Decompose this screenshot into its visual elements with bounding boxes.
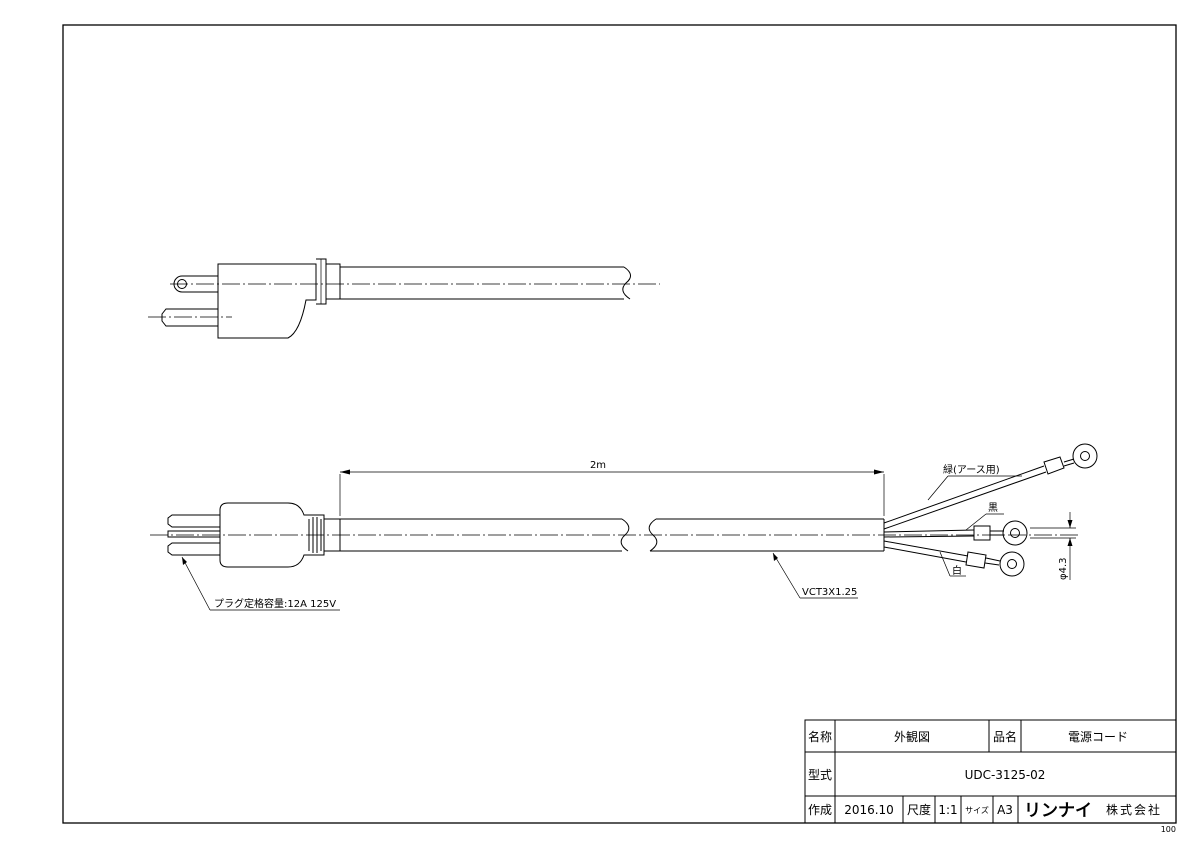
- product-label: 品名: [993, 729, 1017, 744]
- black-wire-label: 黒: [988, 502, 998, 514]
- product-value: 電源コード: [1068, 730, 1128, 744]
- scale-value: 1:1: [938, 803, 957, 817]
- created-label: 作成: [808, 803, 832, 817]
- white-wire-leader: 白: [939, 551, 966, 577]
- green-wire-label: 緑(アース用): [943, 463, 1000, 476]
- model-label: 型式: [808, 768, 832, 782]
- sheet-number: 100: [1161, 825, 1176, 834]
- plug-top-view: [148, 258, 660, 339]
- hole-diameter-dimension: φ4.3: [1030, 512, 1076, 580]
- title-block: 名称 外観図 品名 電源コード 型式 UDC-3125-02 作成 2016.1…: [804, 719, 1177, 824]
- length-label: 2m: [590, 460, 606, 471]
- cable-type-leader: VCT3X1.25: [772, 552, 858, 599]
- name-label: 名称: [808, 729, 832, 744]
- size-label: サイズ: [965, 805, 989, 815]
- cable-type-label: VCT3X1.25: [802, 587, 857, 598]
- name-value: 外観図: [894, 730, 930, 744]
- cord-front-view: [150, 443, 1098, 577]
- black-wire-leader: 黒: [965, 502, 1004, 531]
- created-value: 2016.10: [844, 803, 894, 817]
- hole-diameter-label: φ4.3: [1058, 558, 1069, 581]
- length-dimension: 2m: [339, 460, 885, 516]
- size-value: A3: [997, 803, 1013, 817]
- company-suffix: 株式会社: [1106, 802, 1162, 817]
- model-value: UDC-3125-02: [965, 768, 1046, 782]
- scale-label: 尺度: [907, 802, 931, 817]
- white-wire-label: 白: [952, 564, 962, 577]
- company-logo: リンナイ: [1024, 801, 1092, 821]
- drawing-frame: [62, 24, 1177, 824]
- plug-rating-label: プラグ定格容量:12A 125V: [214, 597, 336, 610]
- plug-rating-leader: プラグ定格容量:12A 125V: [181, 556, 340, 611]
- green-wire-leader: 緑(アース用): [927, 463, 1022, 501]
